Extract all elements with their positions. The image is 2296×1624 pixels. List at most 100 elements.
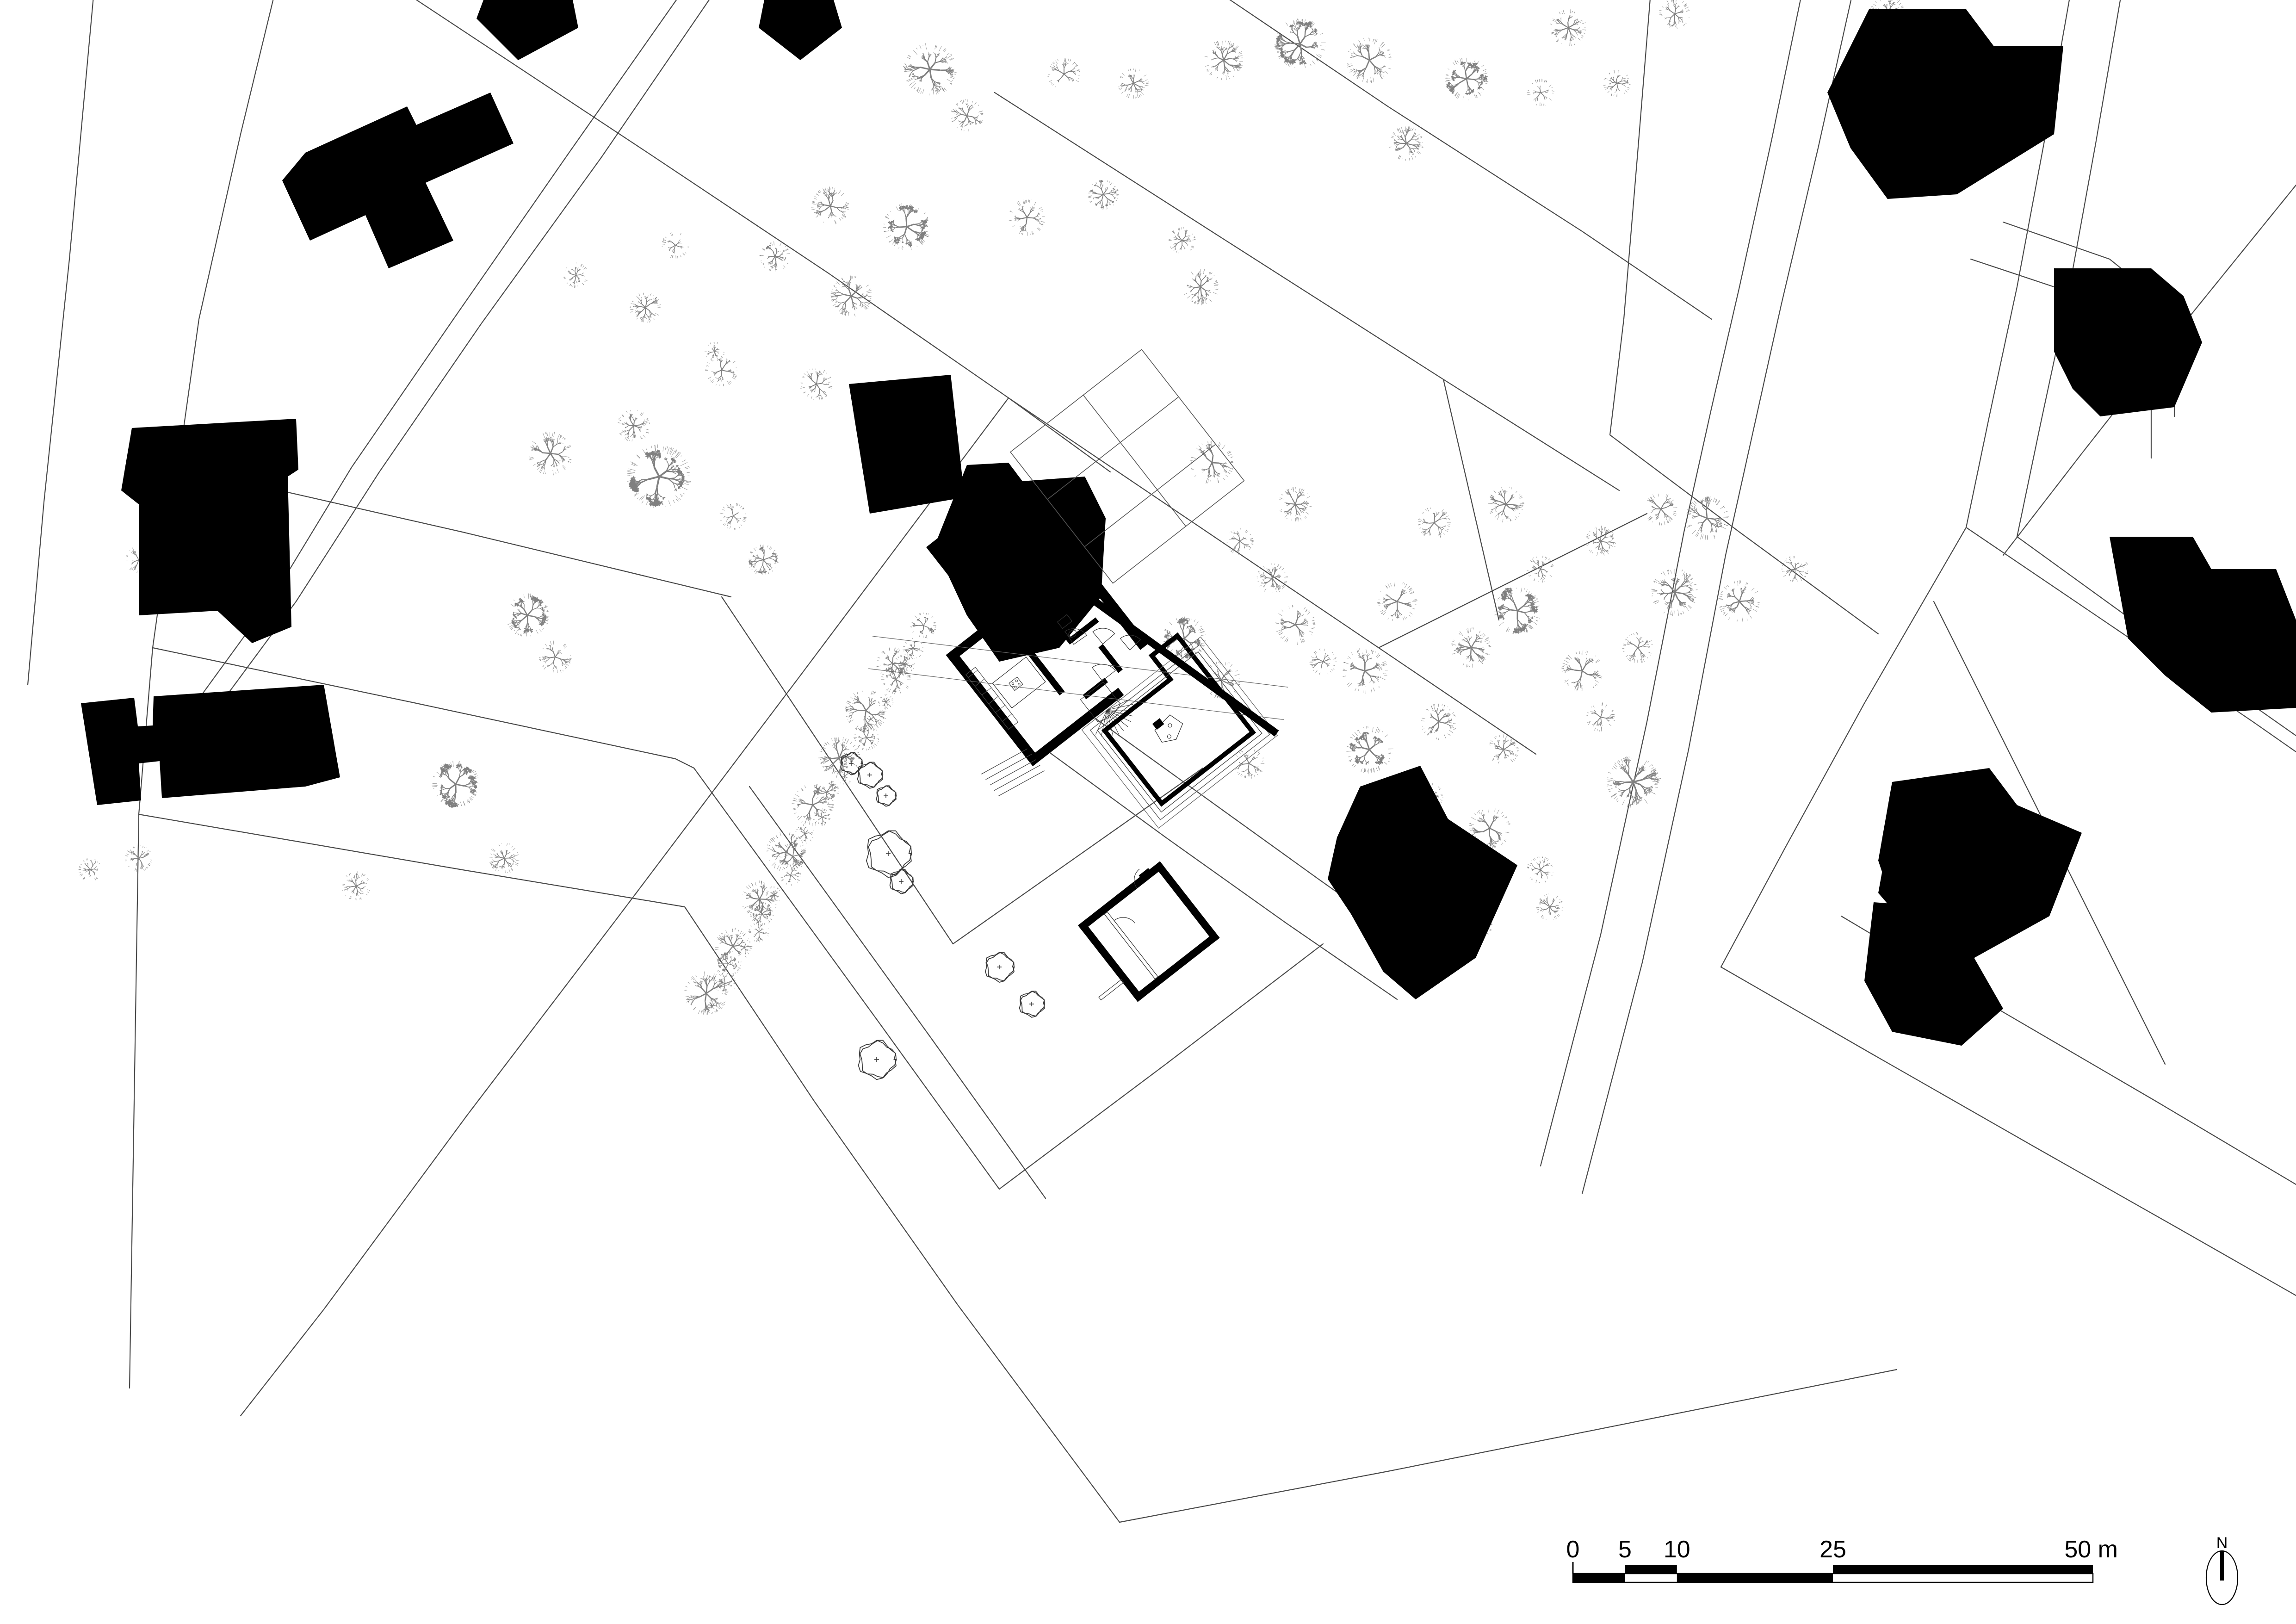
partition-hall bbox=[1034, 595, 1072, 642]
parcel-mid-right-small2 bbox=[1378, 513, 1648, 649]
tree-canopy-52 bbox=[1451, 627, 1491, 668]
hedge-tree-7 bbox=[684, 971, 729, 1015]
scale-tick-label-50: 50 m bbox=[2064, 1536, 2118, 1563]
door-swing bbox=[1114, 917, 1135, 924]
tree-canopy-57 bbox=[1468, 807, 1510, 849]
tree-canopy-31 bbox=[1389, 126, 1423, 161]
scale-tick-label-0: 0 bbox=[1566, 1536, 1580, 1563]
building-center-n bbox=[849, 375, 965, 514]
parcel-top-ridge bbox=[415, 0, 1111, 473]
hedge-tree-3 bbox=[792, 784, 834, 826]
hedge-tree-1 bbox=[845, 690, 887, 732]
tree-canopy-21 bbox=[1009, 199, 1045, 236]
building-e-mid bbox=[2110, 537, 2296, 713]
hedge-tree-2 bbox=[818, 737, 860, 778]
tree-canopy-25 bbox=[1118, 68, 1149, 99]
tree-canopy-58 bbox=[1527, 856, 1553, 883]
survey-tree-5 bbox=[876, 785, 897, 807]
hedge-tree-6 bbox=[714, 928, 752, 965]
hedge-shrub-16 bbox=[748, 921, 770, 942]
tree-canopy-20 bbox=[903, 43, 957, 96]
tree-canopy-15 bbox=[705, 342, 724, 361]
parcel-wedge-b bbox=[749, 786, 1046, 1199]
tree-canopy-28 bbox=[1347, 37, 1392, 83]
pavilion-wall-s bbox=[1133, 932, 1220, 1002]
wc-fixture bbox=[1068, 630, 1077, 638]
parcel-center-right bbox=[1008, 397, 1537, 755]
parcel-south-tri bbox=[998, 943, 1324, 1190]
hedge-shrub-15 bbox=[749, 901, 774, 926]
kitchen-hob bbox=[1009, 676, 1023, 691]
tree-canopy-18 bbox=[830, 275, 872, 317]
partition-bath bbox=[1066, 617, 1099, 645]
house-upper-volume bbox=[926, 478, 1074, 611]
building-e-tall-1 bbox=[1827, 9, 2063, 199]
tree-canopy-6 bbox=[539, 640, 572, 674]
tree-canopy-69 bbox=[1647, 493, 1677, 526]
tree-canopy-22 bbox=[951, 99, 984, 132]
building-s-mid bbox=[1328, 766, 1517, 999]
parcel-ne-block bbox=[1609, 0, 1651, 436]
building-top-2 bbox=[759, 0, 842, 60]
tree-canopy-13 bbox=[630, 292, 661, 323]
tree-canopy-50 bbox=[1346, 726, 1393, 774]
terrace-furniture bbox=[1152, 714, 1183, 743]
scale-tick-label-5: 5 bbox=[1618, 1536, 1632, 1563]
tree-canopy-9 bbox=[529, 431, 572, 476]
scale-upper-seg-0 bbox=[1625, 1565, 1677, 1574]
scale-lower-seg-1 bbox=[1677, 1574, 1833, 1582]
tree-canopy-30 bbox=[1184, 269, 1219, 305]
north-arrow-needle bbox=[2220, 1551, 2224, 1581]
parcel-house-lot-s bbox=[952, 767, 1204, 945]
hedge-shrub-11 bbox=[795, 824, 815, 844]
tree-canopy-73 bbox=[1417, 507, 1451, 538]
tree-canopy-68 bbox=[1685, 496, 1729, 540]
tree-canopy-45 bbox=[1275, 605, 1316, 645]
tree-canopy-75 bbox=[563, 262, 588, 288]
building-nw-2 bbox=[121, 419, 298, 643]
tree-canopy-53 bbox=[1493, 587, 1540, 634]
survey-tree-6 bbox=[840, 752, 863, 775]
building-top-small bbox=[477, 0, 578, 60]
tree-canopy-72 bbox=[1488, 486, 1524, 523]
parcel-ne-road-a bbox=[1540, 0, 1801, 1167]
hedge-shrub-1 bbox=[902, 638, 923, 659]
hedge-shrub-0 bbox=[910, 613, 936, 638]
hedge-tree-4 bbox=[766, 832, 806, 871]
building-e-tall-2 bbox=[2054, 268, 2202, 416]
wall-west bbox=[946, 649, 1040, 765]
tree-canopy-76 bbox=[662, 232, 689, 259]
door-swing bbox=[1064, 628, 1087, 645]
parcel-ne-notch bbox=[1609, 434, 1879, 635]
survey-tree-7 bbox=[889, 869, 914, 894]
parcel-wedge-a bbox=[693, 767, 1000, 1190]
tree-canopy-71 bbox=[1527, 555, 1554, 583]
survey-tree-1 bbox=[984, 952, 1015, 983]
survey-tree-2 bbox=[1019, 991, 1046, 1018]
tree-canopy-65 bbox=[1651, 569, 1698, 616]
tree-canopy-60 bbox=[1536, 893, 1564, 920]
tree-canopy-19 bbox=[759, 241, 790, 272]
tree-canopy-32 bbox=[1445, 57, 1489, 101]
parcel-se-a bbox=[1720, 966, 2296, 1296]
tree-canopy-55 bbox=[1489, 734, 1519, 764]
tree-canopy-41 bbox=[1226, 527, 1254, 555]
tree-canopy-16 bbox=[811, 186, 849, 224]
parcel-south-spine bbox=[684, 906, 1120, 1523]
door-swing bbox=[1092, 663, 1116, 682]
tree-canopy-1 bbox=[78, 858, 100, 880]
tree-canopy-27 bbox=[1274, 19, 1326, 68]
hedge-shrub-6 bbox=[854, 725, 879, 751]
tree-canopy-42 bbox=[1256, 563, 1288, 593]
garden-pavilion-plan bbox=[1078, 861, 1220, 1002]
parcel-center-road-b bbox=[1045, 749, 1398, 1000]
tree-canopy-49 bbox=[1377, 582, 1417, 621]
building-nw-3 bbox=[81, 685, 340, 805]
hedge-tree-5 bbox=[743, 880, 778, 917]
tree-canopy-51 bbox=[1421, 703, 1456, 740]
tree-canopy-23 bbox=[1088, 180, 1119, 210]
tree-canopy-47 bbox=[1309, 648, 1337, 675]
terrace-wall bbox=[1101, 632, 1256, 807]
tree-canopy-74 bbox=[618, 410, 650, 442]
